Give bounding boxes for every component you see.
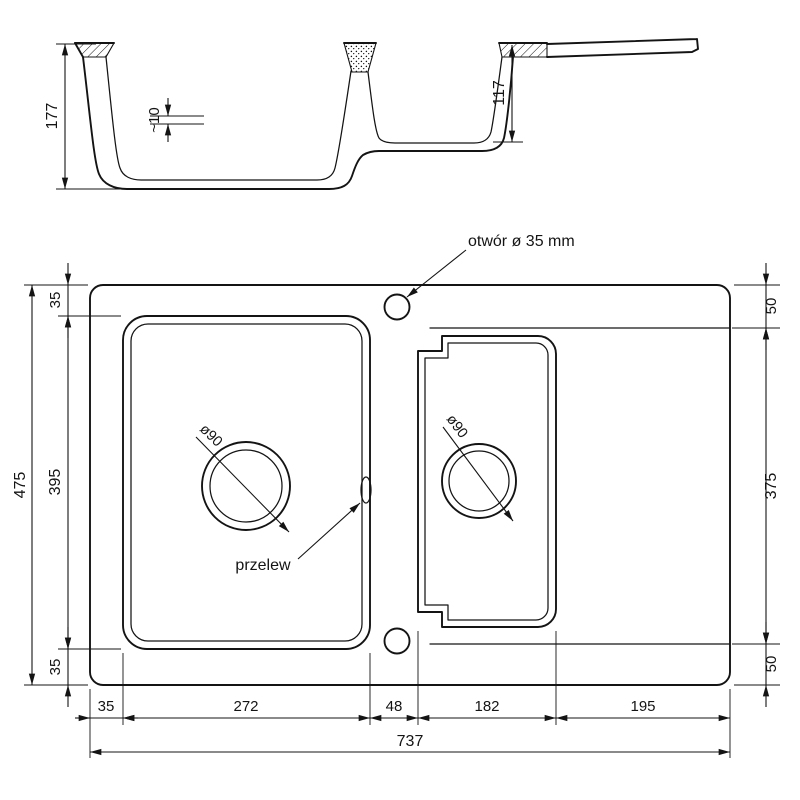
main-bowl-inner-line [130,323,363,642]
dim-label-main-bowl-height: 395 [47,469,64,496]
tap-hole-note-label: otwór ø 35 mm [468,233,575,250]
section-main-bowl-inner [105,56,352,181]
drain-diameter-left-label: ø90 [196,421,225,450]
dim-label-small-bowl-width: 182 [474,698,499,715]
dim-total-height: 475 [12,284,88,686]
dim-left-column: 35 395 35 [47,263,121,707]
small-bowl-inner-line [424,342,549,621]
overflow-slot [360,476,372,504]
dim-label-right-bottom-margin: 50 [763,656,780,673]
plan-view: otwór ø 35 mm przelew ø90 ø90 475 [12,233,780,758]
dim-bottom-row: 35 272 48 182 195 [75,631,731,758]
dim-label-drainer-height: 375 [763,473,780,500]
tap-hole-top [383,293,411,321]
dim-label-left-top-margin: 35 [47,292,64,309]
divider-cut-stipple [343,42,377,73]
drain-diameter-right-label: ø90 [443,412,471,442]
dim-label-bottom-left-margin: 35 [98,698,115,715]
sink-outer-edge [89,284,731,686]
dim-small-bowl-depth: 117 [491,44,523,143]
main-bowl-drain-inner [209,449,283,523]
section-left-edge [74,42,84,58]
annotation-tap-hole: otwór ø 35 mm [406,233,575,298]
dim-label-divider-width: 48 [386,698,403,715]
annotation-overflow: przelew [235,502,361,574]
small-bowl-outline [417,335,557,628]
tap-hole-bottom [383,627,411,655]
dim-label-main-bowl-width: 272 [233,698,258,715]
dim-label-total-height: 475 [12,472,29,499]
dim-label-small-bowl-depth: 117 [491,80,508,106]
dim-label-drainer-width: 195 [630,698,655,715]
dim-right-column: 50 375 50 [732,263,780,707]
annotation-drain-left: ø90 [195,421,290,533]
main-bowl-drain-outer [201,441,291,531]
dim-label-bottom-step: ~10 [146,107,163,132]
right-rim-cut-hatch [498,42,548,58]
section-drainboard [546,38,699,58]
dim-total-depth: 177 [44,43,120,190]
section-view: 177 ~10 117 [44,38,699,190]
dim-bottom-step: ~10 [146,98,204,142]
dim-label-total-width: 737 [397,733,424,750]
overflow-label: przelew [235,557,291,574]
section-outer-shell [82,56,514,190]
dim-total-width: 737 [89,733,731,756]
dim-label-left-bottom-margin: 35 [47,659,64,676]
section-small-bowl-inner [367,56,503,144]
small-bowl-drain-inner [448,450,510,512]
main-bowl-outline [122,315,371,650]
small-bowl-drain-outer [441,443,517,519]
dim-label-total-depth: 177 [44,103,61,130]
dim-label-right-top-margin: 50 [763,298,780,315]
